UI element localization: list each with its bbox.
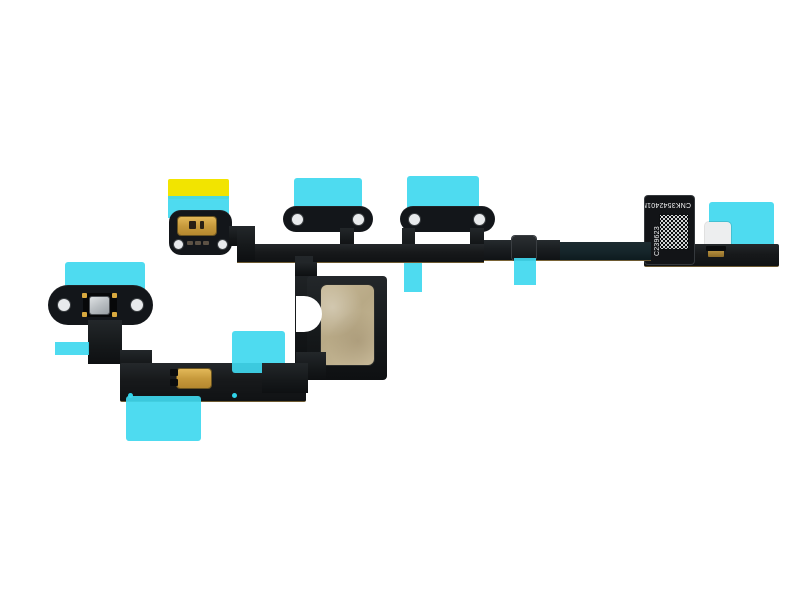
screw-hole-right <box>218 240 227 249</box>
power-button-tail <box>88 320 122 364</box>
screw-hole-left <box>292 214 303 225</box>
serial-qr-label: CNK3542401MWK C239623 <box>645 196 694 264</box>
gold-ic-chip <box>177 369 211 388</box>
label-serial-text: CNK3542401MWK <box>645 201 691 208</box>
pad-marking-right <box>200 221 204 229</box>
gold-contact-pad <box>178 217 216 235</box>
volume-up-arm <box>340 228 354 248</box>
center-trunk-shoulder <box>295 262 317 276</box>
volume-up-button-pad <box>283 206 373 232</box>
ribbon-cyan-tab-left <box>404 258 422 292</box>
mic-yellow-tape <box>168 179 229 199</box>
main-trunk-horizontal <box>237 244 484 263</box>
alignment-dot-right <box>232 393 237 398</box>
chip-contact-top <box>170 369 178 376</box>
solder-pad-bl <box>82 312 87 317</box>
pad-trace-c <box>203 241 209 245</box>
mic-connector-pad <box>169 210 232 255</box>
solder-pad-tr <box>112 293 117 298</box>
ribbon-cyan-tab-right <box>514 258 536 285</box>
lower-board-cyan-tape <box>126 396 201 441</box>
pad-trace-b <box>195 241 201 245</box>
gold-connector-contact <box>708 248 724 257</box>
data-matrix-icon <box>659 214 689 250</box>
lower-board-bridge <box>262 363 308 393</box>
silver-sensor-chip <box>90 297 109 314</box>
screw-hole-right <box>353 214 364 225</box>
beige-foam-pad <box>321 285 374 365</box>
ribbon-connector-bump <box>512 236 536 260</box>
connector-shell <box>706 246 726 251</box>
ribbon-segment-teal <box>553 242 651 261</box>
alignment-dot-left <box>128 393 133 398</box>
solder-pad-br <box>112 312 117 317</box>
pad-marking-left <box>189 221 196 229</box>
screw-hole-left <box>174 240 183 249</box>
screw-hole-left <box>409 214 420 225</box>
volume-down-button-pad <box>400 206 495 232</box>
chip-contact-bottom <box>170 379 178 386</box>
mic-elbow-vertical <box>237 226 255 260</box>
power-tail-cyan-tab <box>55 342 89 355</box>
power-button-pad <box>48 285 153 325</box>
solder-pad-tl <box>82 293 87 298</box>
screw-hole-right <box>131 299 143 311</box>
screw-hole-left <box>58 299 70 311</box>
pad-trace-a <box>187 241 193 245</box>
screw-hole-right <box>474 214 485 225</box>
